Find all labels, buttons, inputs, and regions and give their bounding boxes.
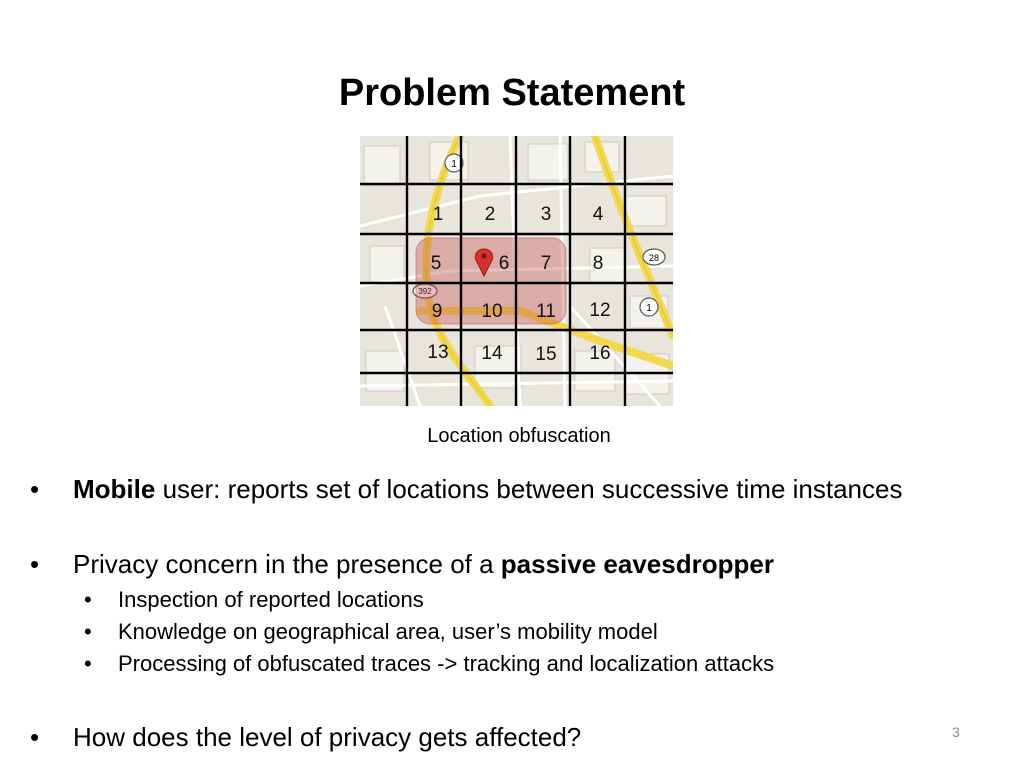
sub-bullet-text: Inspection of reported locations xyxy=(118,587,424,612)
svg-text:1: 1 xyxy=(646,303,652,314)
cell-number: 9 xyxy=(432,301,443,322)
road-shield-1-right: 1 xyxy=(639,297,659,317)
bullet-text: Privacy concern in the presence of a pas… xyxy=(73,549,774,580)
bullet-glyph: • xyxy=(30,549,40,579)
cell-number: 8 xyxy=(593,253,604,274)
obfuscation-region xyxy=(415,237,567,325)
bullet-plain-text: user: reports set of locations between s… xyxy=(155,474,903,504)
cell-number: 12 xyxy=(589,300,610,321)
bullet-text: How does the level of privacy gets affec… xyxy=(73,722,582,752)
map-svg: 1 1 28 392 xyxy=(360,136,673,406)
grid-lines xyxy=(360,136,673,406)
bullet-glyph: • xyxy=(84,651,92,676)
bullet-glyph: • xyxy=(30,722,40,752)
road-shield-1-top: 1 xyxy=(444,153,464,173)
cell-number: 16 xyxy=(589,343,610,364)
bullet-glyph: • xyxy=(84,619,92,644)
bullet-bold-text: passive eavesdropper xyxy=(500,549,774,579)
cell-number: 4 xyxy=(593,204,604,225)
cell-number: 2 xyxy=(485,204,496,225)
sub-bullet-text: Knowledge on geographical area, user’s m… xyxy=(118,619,658,644)
road-shield-28: 28 xyxy=(642,248,666,266)
bullet-plain-text: Privacy concern in the presence of a xyxy=(73,549,501,579)
sub-bullet-text: Processing of obfuscated traces -> track… xyxy=(118,651,775,676)
cell-number: 14 xyxy=(481,343,503,364)
svg-text:1: 1 xyxy=(451,159,457,170)
bullet-bold-text: Mobile xyxy=(73,474,156,504)
cell-number: 15 xyxy=(535,344,556,365)
slide-number: 3 xyxy=(952,724,960,740)
cell-number: 10 xyxy=(481,301,502,322)
cell-number: 1 xyxy=(433,204,444,225)
road-shields: 1 1 28 392 xyxy=(412,153,666,317)
svg-text:392: 392 xyxy=(418,287,432,296)
figure-caption: Location obfuscation xyxy=(427,425,611,447)
cell-number: 6 xyxy=(499,253,510,274)
cell-number: 7 xyxy=(541,253,552,274)
svg-text:28: 28 xyxy=(649,253,659,263)
cell-number: 11 xyxy=(536,301,556,322)
location-obfuscation-map: 1 1 28 392 xyxy=(360,136,673,406)
cell-number: 13 xyxy=(427,342,448,363)
slide-title: Problem Statement xyxy=(338,72,686,114)
location-pin-icon xyxy=(474,248,494,278)
cell-number: 3 xyxy=(541,204,552,225)
cell-number: 5 xyxy=(431,253,442,274)
grid-cell-numbers: 1 2 3 4 5 6 7 8 9 10 11 12 13 14 15 16 xyxy=(427,204,610,365)
bullet-glyph: • xyxy=(84,587,92,612)
bullet-glyph: • xyxy=(30,474,40,504)
bullet-text: Mobile user: reports set of locations be… xyxy=(73,474,902,505)
